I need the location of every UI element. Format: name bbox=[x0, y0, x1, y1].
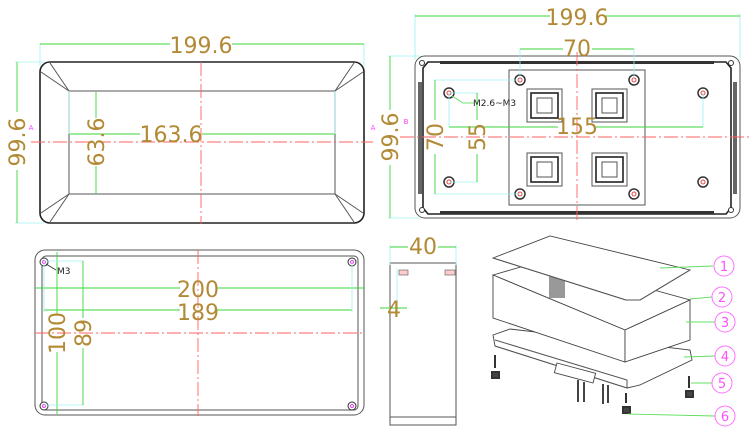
svg-text:1: 1 bbox=[720, 260, 728, 275]
balloon-6: 6 bbox=[714, 405, 736, 427]
dim-hole-spacing-y: 55 bbox=[466, 123, 491, 151]
dim-inner-length: 189 bbox=[177, 301, 219, 326]
base-inner-frame bbox=[422, 61, 732, 215]
switch bbox=[526, 88, 563, 123]
dim-inner-height: 89 bbox=[72, 319, 97, 347]
lid-outline bbox=[39, 61, 365, 224]
lid-chamfer-lines bbox=[40, 62, 364, 223]
svg-text:3: 3 bbox=[721, 316, 729, 331]
section-marker-left: A bbox=[29, 124, 34, 132]
dim-inner-width: 163.6 bbox=[140, 123, 203, 148]
dim-switch-spacing-y: 70 bbox=[424, 123, 449, 151]
dim-wall: 4 bbox=[387, 298, 401, 323]
switch bbox=[591, 152, 628, 187]
front-view: 200 189 100 89 M3 bbox=[34, 249, 365, 416]
bottom-view: B 199.6 70 155 70 55 99.6 M2.6~M3 bbox=[379, 6, 750, 220]
balloon-4: 4 bbox=[714, 345, 736, 367]
svg-text:6: 6 bbox=[721, 410, 729, 425]
exploded-view: 1 2 3 4 5 6 bbox=[491, 235, 736, 427]
balloon-3: 3 bbox=[714, 311, 736, 333]
switches bbox=[526, 88, 628, 187]
dim-height: 100 bbox=[46, 312, 71, 354]
body-outline bbox=[34, 249, 365, 416]
balloon-2: 2 bbox=[711, 286, 733, 308]
dim-depth: 40 bbox=[409, 235, 437, 260]
dim-hole-spacing-x: 155 bbox=[556, 115, 598, 140]
dim-height: 99.6 bbox=[379, 113, 404, 162]
dim-switch-spacing: 70 bbox=[563, 37, 591, 62]
section-marker: B bbox=[404, 118, 409, 126]
lid-top-face bbox=[68, 90, 336, 195]
dim-width: 199.6 bbox=[170, 34, 233, 59]
screws bbox=[491, 355, 694, 414]
balloon-5: 5 bbox=[711, 372, 733, 394]
svg-text:5: 5 bbox=[718, 377, 726, 392]
side-view: 40 4 bbox=[380, 235, 457, 426]
svg-text:2: 2 bbox=[718, 291, 726, 306]
switch bbox=[591, 88, 628, 123]
side-outline bbox=[389, 262, 457, 426]
box-body-side bbox=[624, 299, 691, 363]
top-view: A A 199.6 99.6 163.6 63.6 bbox=[6, 34, 376, 224]
section-marker-right: A bbox=[371, 124, 376, 132]
dim-width: 199.6 bbox=[546, 6, 609, 31]
screw-size-label: M2.6~M3 bbox=[473, 99, 516, 109]
svg-text:4: 4 bbox=[721, 350, 729, 365]
dim-height: 99.6 bbox=[6, 118, 31, 167]
switch bbox=[526, 152, 563, 187]
balloon-1: 1 bbox=[713, 255, 735, 277]
screw-size-label: M3 bbox=[57, 267, 71, 277]
dim-length: 200 bbox=[177, 278, 219, 303]
dim-inner-height: 63.6 bbox=[85, 118, 110, 167]
